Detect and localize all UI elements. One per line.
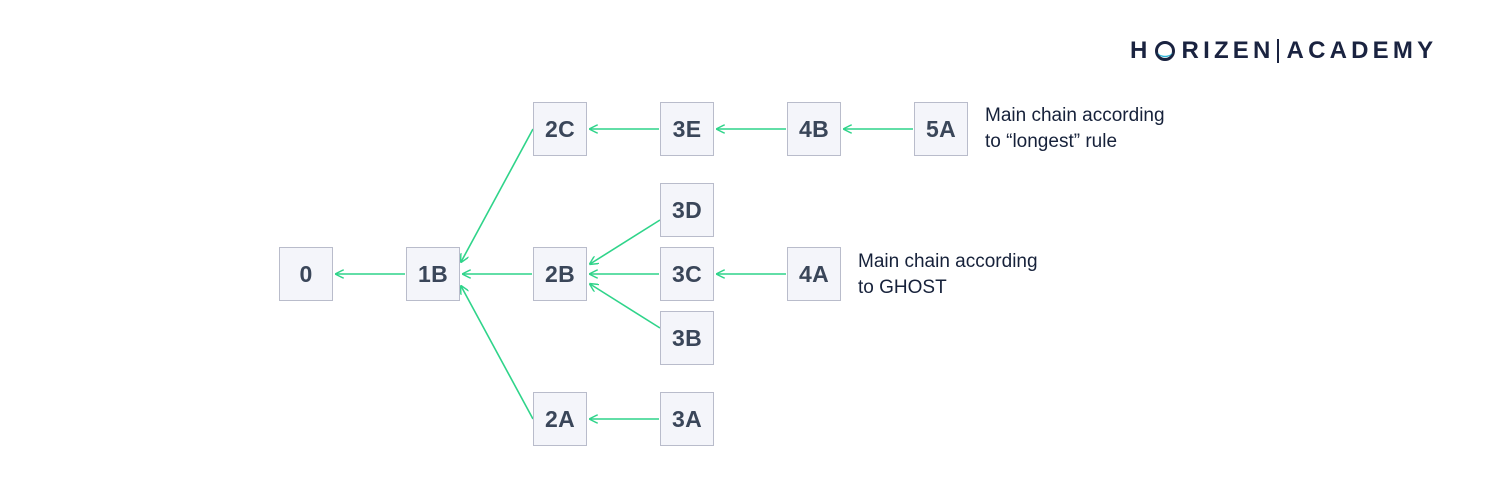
logo-brand-rest: RIZEN bbox=[1181, 37, 1275, 64]
block-4a: 4A bbox=[787, 247, 841, 301]
block-3b: 3B bbox=[660, 311, 714, 365]
block-2b: 2B bbox=[533, 247, 587, 301]
arrow-2a-to-1b bbox=[461, 286, 534, 420]
arrow-2c-to-1b bbox=[461, 128, 534, 262]
arrow-3d-to-2b bbox=[590, 219, 661, 264]
longest-rule-annotation: Main chain according to “longest” rule bbox=[985, 103, 1165, 155]
logo-brand-h: H bbox=[1130, 37, 1152, 64]
logo-o-mark-icon bbox=[1154, 40, 1176, 62]
horizen-academy-logo: H RIZEN ACADEMY bbox=[1130, 36, 1437, 66]
block-3a: 3A bbox=[660, 392, 714, 446]
block-3e: 3E bbox=[660, 102, 714, 156]
block-2a: 2A bbox=[533, 392, 587, 446]
block-0: 0 bbox=[279, 247, 333, 301]
logo-product: ACADEMY bbox=[1286, 37, 1438, 64]
ghost-annotation-line-2: to GHOST bbox=[858, 277, 947, 298]
block-5a: 5A bbox=[914, 102, 968, 156]
logo-divider bbox=[1276, 39, 1279, 63]
longest-annotation-line-1: Main chain according bbox=[985, 105, 1165, 126]
block-3d: 3D bbox=[660, 183, 714, 237]
longest-annotation-line-2: to “longest” rule bbox=[985, 131, 1118, 152]
block-1b: 1B bbox=[406, 247, 460, 301]
block-4b: 4B bbox=[787, 102, 841, 156]
arrow-3b-to-2b bbox=[590, 284, 661, 329]
block-2c: 2C bbox=[533, 102, 587, 156]
ghost-rule-annotation: Main chain according to GHOST bbox=[858, 249, 1038, 301]
ghost-annotation-line-1: Main chain according bbox=[858, 251, 1038, 272]
block-3c: 3C bbox=[660, 247, 714, 301]
